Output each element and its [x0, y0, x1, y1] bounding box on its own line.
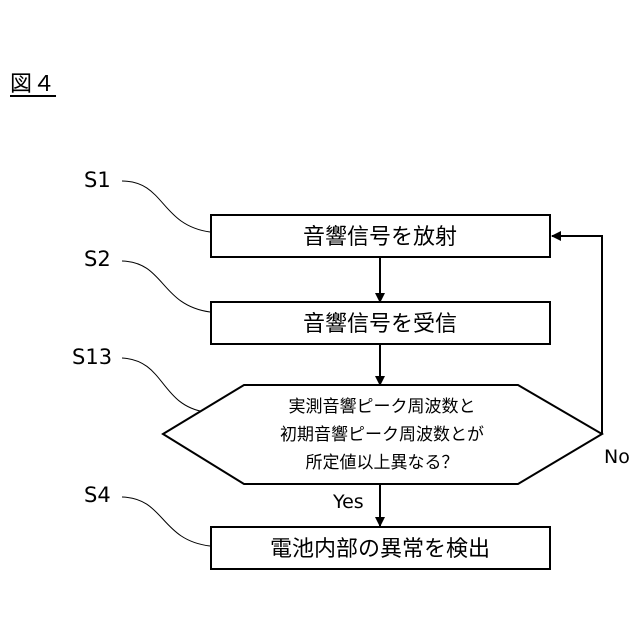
process-text-s2: 音響信号を受信 — [303, 312, 457, 337]
step-label-s1: S1 — [84, 168, 111, 192]
step-label-s2: S2 — [84, 247, 111, 271]
no-branch-connector — [552, 236, 602, 434]
leader-line-s13 — [122, 358, 205, 412]
decision-text-line-2: 初期音響ピーク周波数とが — [280, 425, 484, 445]
leader-line-s1 — [122, 181, 210, 232]
step-label-s13: S13 — [72, 345, 112, 369]
decision-text-line-3: 所定値以上異なる？ — [306, 453, 459, 473]
leader-line-s2 — [122, 261, 210, 312]
decision-text-line-1: 実測音響ピーク周波数と — [289, 397, 476, 417]
no-branch-label: No — [604, 446, 630, 468]
yes-branch-label: Yes — [332, 491, 364, 513]
process-text-s4: 電池内部の異常を検出 — [270, 537, 490, 562]
step-label-s4: S4 — [84, 483, 111, 507]
process-text-s1: 音響信号を放射 — [303, 225, 457, 250]
leader-line-s4 — [122, 497, 210, 546]
